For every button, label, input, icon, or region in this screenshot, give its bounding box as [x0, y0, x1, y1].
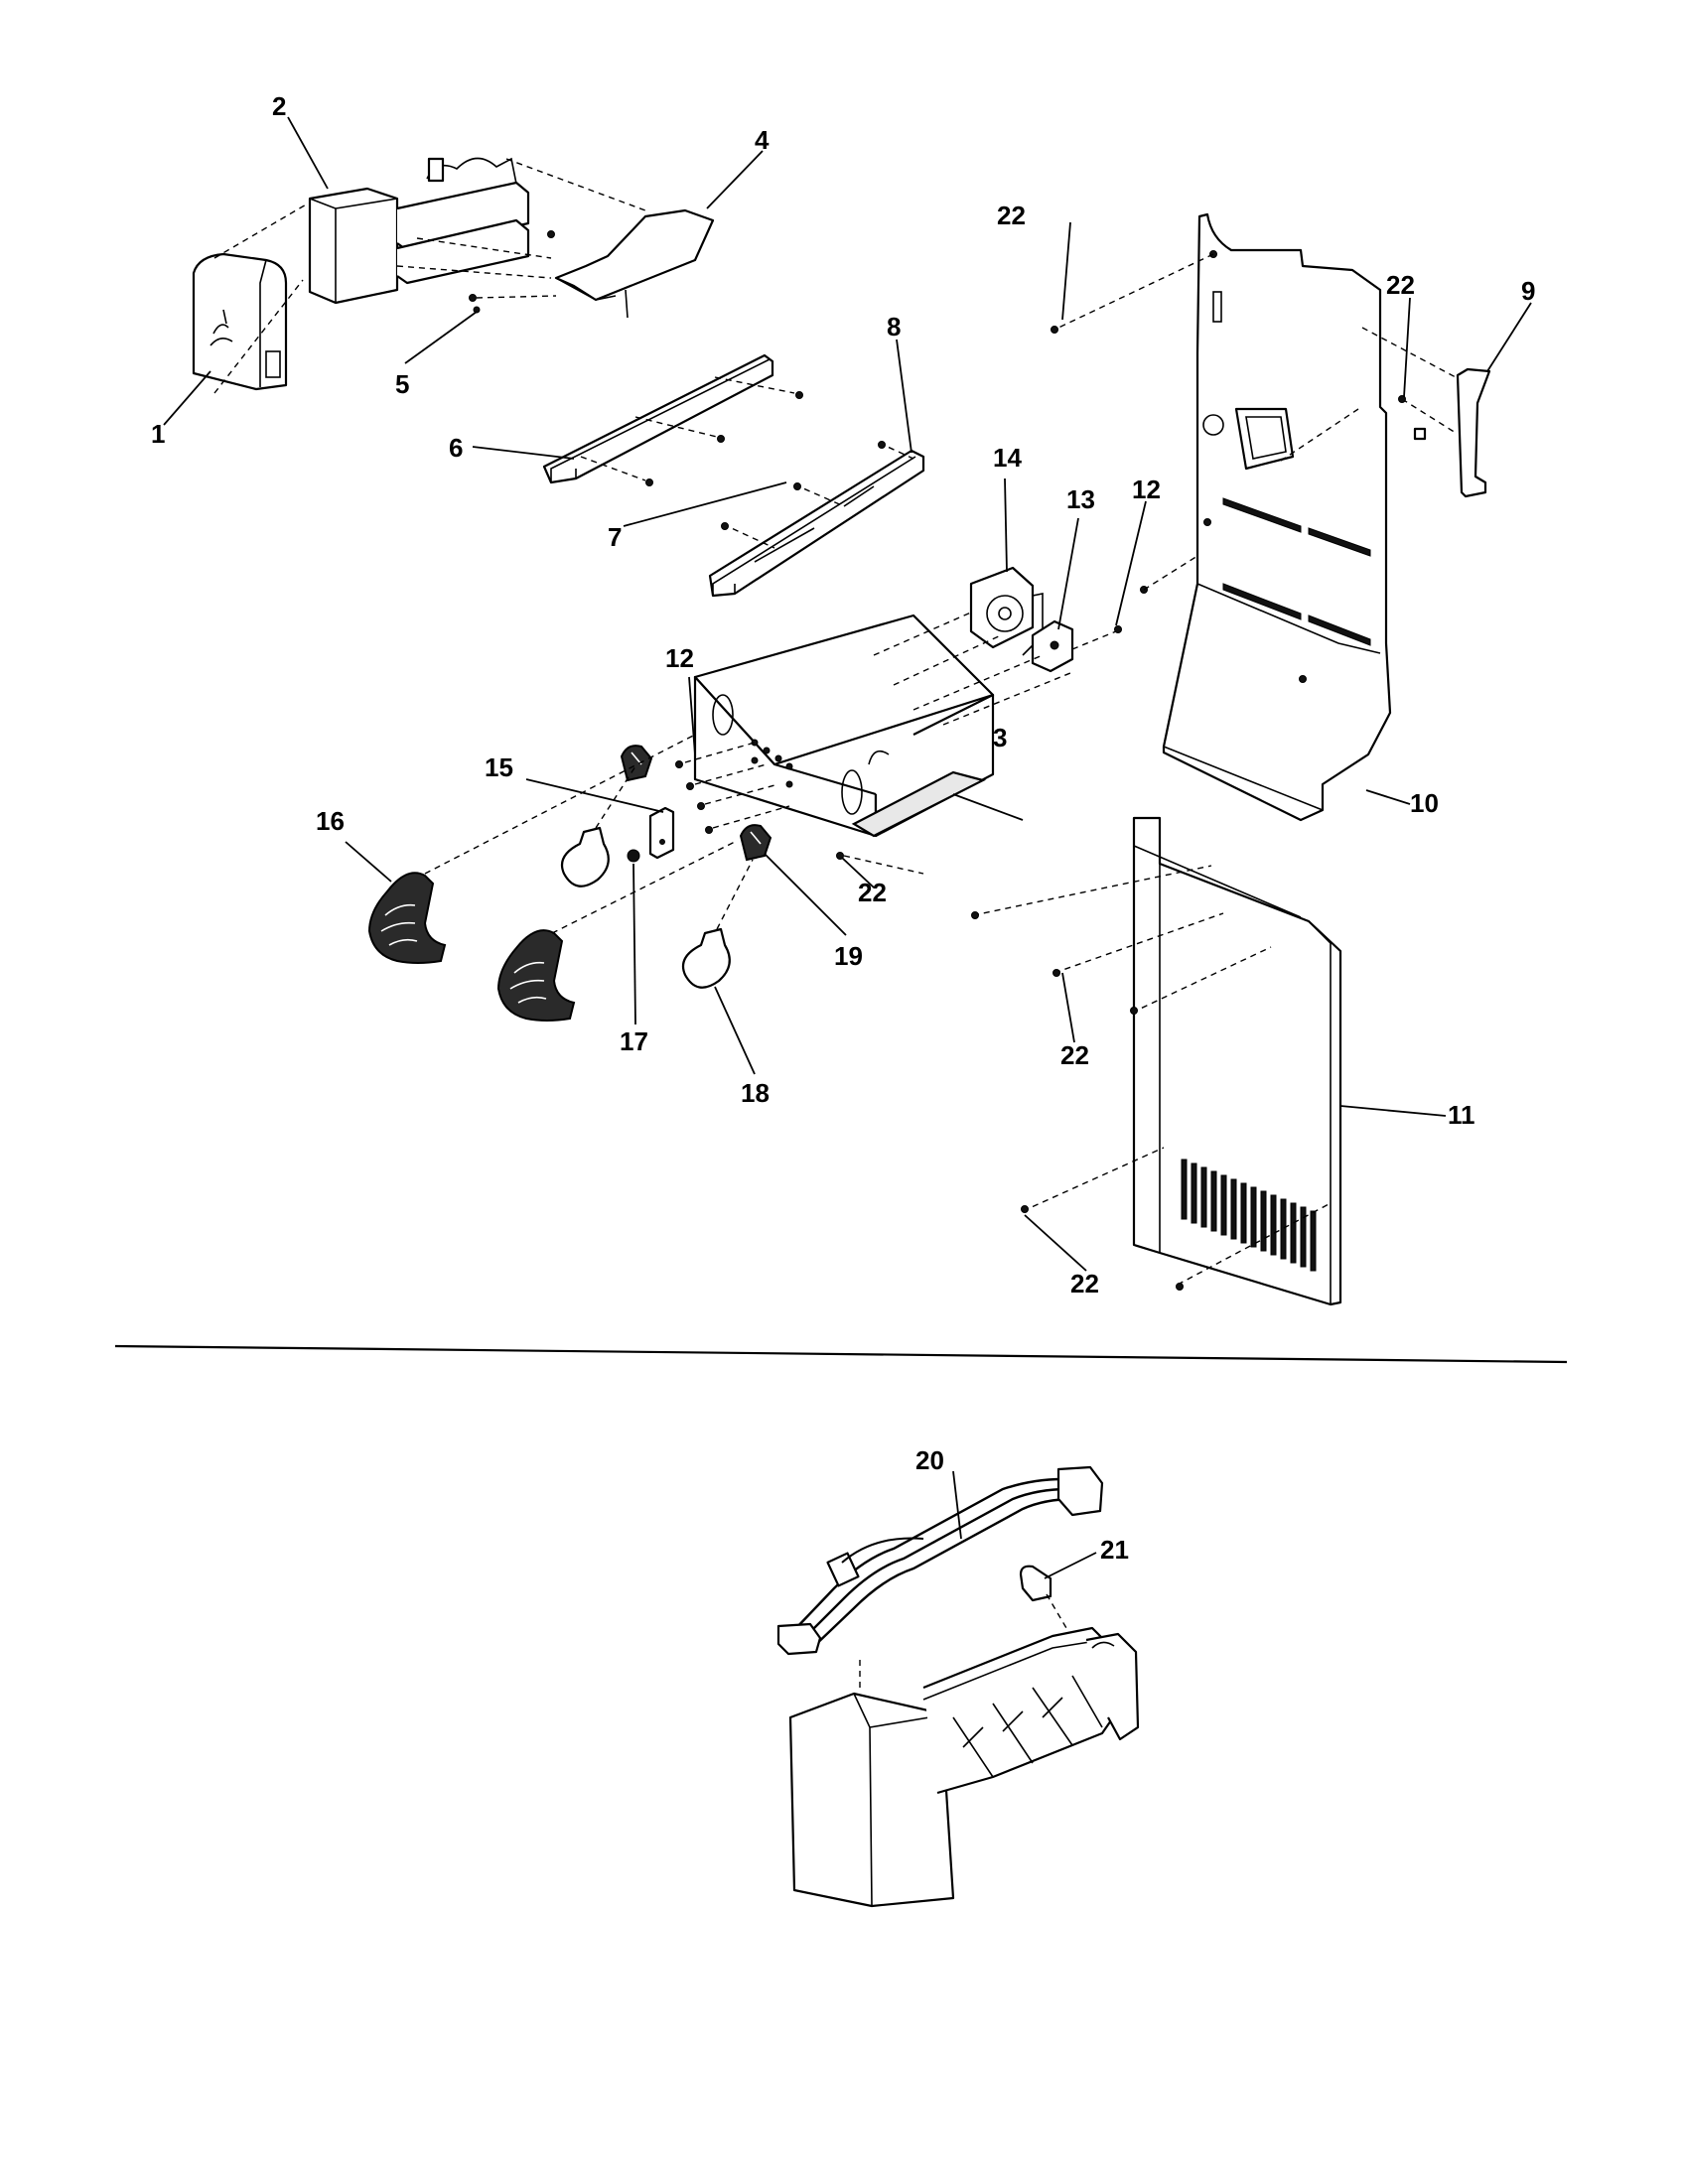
callout-4: 4: [755, 125, 770, 155]
part-10-upper-panel: [1162, 212, 1392, 822]
callout-6: 6: [449, 433, 463, 463]
part-4-harness-plate: [554, 208, 715, 319]
ice-maker-lower: [788, 1626, 1140, 1908]
alignment-lines-ice-maker: [859, 1593, 1067, 1690]
callout-5: 5: [395, 369, 409, 399]
screw: [1176, 1283, 1184, 1291]
screw: [878, 441, 886, 449]
callout-17: 17: [620, 1026, 648, 1056]
screw: [547, 230, 555, 238]
callout-22-panel: 22: [1060, 1040, 1089, 1070]
alignment-lines-bulbs: [595, 765, 754, 930]
leader-21: [1044, 1552, 1097, 1579]
part-21-clip: [1019, 1565, 1052, 1602]
callout-22-top: 22: [997, 201, 1026, 230]
part-20-wire-harness: [776, 1465, 1104, 1656]
part-18-lamp-bulb-left: [560, 826, 610, 887]
callout-2: 2: [272, 91, 286, 121]
callout-12-left: 12: [665, 643, 694, 673]
part-13-switch: [1031, 619, 1074, 673]
callout-8: 8: [887, 312, 901, 341]
callout-12-right: 12: [1132, 475, 1161, 504]
part-12-screw: [1114, 625, 1122, 633]
callout-1: 1: [151, 419, 165, 449]
screw: [697, 802, 705, 810]
alignment-line: [1143, 555, 1198, 591]
callout-9: 9: [1521, 276, 1535, 306]
clip: [1413, 427, 1427, 441]
callout-15: 15: [485, 752, 513, 782]
callout-18: 18: [741, 1078, 770, 1108]
alignment-lines-bracket: [1053, 253, 1457, 462]
part-16-lamp-cover-upper: [367, 872, 447, 964]
part-3-housing: [693, 614, 995, 838]
callout-14: 14: [993, 443, 1022, 473]
callout-22-housing: 22: [858, 878, 887, 907]
callout-16: 16: [316, 806, 345, 836]
alignment-lines-upper-left: [213, 158, 646, 394]
screw: [645, 478, 653, 486]
callout-19: 19: [834, 941, 863, 971]
part-9-bracket: [1456, 367, 1491, 498]
part-19-lamp-socket-right: [739, 824, 772, 862]
part-6-rail: [542, 353, 774, 484]
alignment-lines-rail-8: [722, 442, 914, 549]
part-16-lamp-cover-lower: [496, 929, 576, 1022]
part-11-lower-panel: [1132, 816, 1342, 1306]
part-1-ice-maker-cover: [192, 252, 288, 391]
screw: [717, 435, 725, 443]
callout-20: 20: [915, 1445, 944, 1475]
screw: [1398, 395, 1406, 403]
screw: [1299, 675, 1307, 683]
vent-grille: [1181, 1159, 1317, 1272]
callout-22-right: 22: [1386, 270, 1415, 300]
leader-lines: [163, 116, 1532, 1544]
part-18-lamp-bulb-right: [681, 927, 731, 989]
part-14-motor: [969, 566, 1044, 656]
screw: [721, 522, 729, 530]
screw: [1203, 518, 1211, 526]
screw: [1130, 1007, 1138, 1015]
screw: [705, 826, 713, 834]
part-15-bracket: [648, 806, 675, 860]
callout-13: 13: [1066, 484, 1095, 514]
alignment-lines-rail-6: [580, 376, 795, 481]
part-8-rail: [708, 449, 925, 598]
section-divider: [114, 1344, 1568, 1364]
part-22-screw: [836, 852, 844, 860]
alignment-lines-lower-panel: [972, 865, 1332, 1286]
part-7-screw: [793, 482, 801, 490]
part-19-lamp-socket-left: [620, 745, 653, 782]
screw: [795, 391, 803, 399]
callout-22-bottom: 22: [1070, 1269, 1099, 1298]
screw: [1051, 326, 1058, 334]
part-2-ice-maker-assembly: [308, 157, 530, 305]
alignment-lines-covers: [424, 734, 736, 934]
alignment-lines-housing-left: [684, 742, 924, 875]
callout-3: 3: [993, 723, 1007, 752]
part-17-nut: [627, 849, 640, 863]
screw: [469, 294, 477, 302]
screw: [971, 911, 979, 919]
screw: [686, 782, 694, 790]
callout-11: 11: [1448, 1100, 1475, 1130]
housing-holes: [751, 739, 793, 788]
screw: [1021, 1205, 1029, 1213]
callout-7: 7: [608, 522, 622, 552]
callout-21: 21: [1100, 1535, 1129, 1565]
callout-10: 10: [1410, 788, 1439, 818]
screw: [675, 760, 683, 768]
callout-labels: 1 2 3 4 5 6 7 8 9 10 11 12 12 13 14 15 1…: [151, 91, 1535, 1565]
alignment-lines-motor: [873, 611, 1117, 726]
screw: [1052, 969, 1060, 977]
